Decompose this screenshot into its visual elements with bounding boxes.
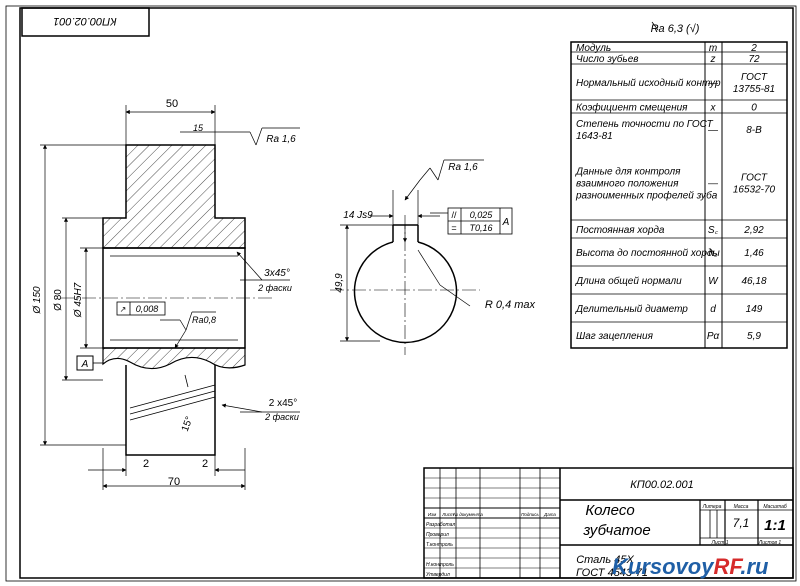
- tb-header-label: Подпись: [521, 512, 539, 517]
- tb-sheet: Лист 1: [710, 540, 728, 546]
- param-value: 2: [750, 43, 757, 54]
- tb-header-label: Изм: [428, 512, 436, 517]
- helix-angle: 15°: [180, 415, 196, 433]
- param-name: Постоянная хорда: [576, 225, 665, 236]
- keyway-ra: Ra 1,6: [448, 162, 478, 173]
- chamfer-a-note: 2 фаски: [257, 283, 292, 293]
- keyway-tol-a: 0,025: [470, 210, 494, 220]
- dim-step-left: 2: [143, 458, 149, 470]
- param-symbol: h꜀: [708, 248, 718, 259]
- param-symbol: d: [710, 304, 716, 315]
- param-name: Модуль: [576, 43, 611, 54]
- dim-chamfer-angle: 15: [193, 123, 204, 133]
- inner-frame: [19, 7, 794, 579]
- param-value: 72: [748, 54, 760, 65]
- keyway-depth: 49,9: [334, 273, 345, 293]
- keyway-tol-b: T0,16: [469, 223, 492, 233]
- tb-side-label: Разработал: [426, 522, 455, 528]
- param-symbol: x: [710, 103, 717, 114]
- parameter-table: [570, 41, 788, 349]
- param-value: 5,9: [747, 331, 761, 342]
- tb-code: КП00.02.001: [630, 479, 693, 491]
- keyway-view: [330, 159, 484, 355]
- surface-roughness: Ra 6,3 (√): [651, 23, 700, 35]
- runout-frame: [116, 301, 166, 316]
- tb-header-label: Лист: [441, 512, 454, 517]
- watermark-a: Kursovoy: [612, 554, 715, 579]
- tb-material-2: ГОСТ 4543-71: [576, 567, 648, 579]
- param-symbol: Pα: [707, 331, 720, 342]
- symmetry-symbol: =: [451, 223, 456, 233]
- watermark: KursovoyRF.ru: [612, 554, 769, 579]
- parallel-symbol: //: [451, 210, 457, 220]
- tb-sheets: Листов 1: [758, 540, 782, 546]
- dim-bore-diameter: Ø 80: [53, 289, 64, 311]
- param-name: Число зубьев: [576, 53, 638, 65]
- tb-side-label: Н.контроль: [426, 562, 454, 568]
- dim-hole-diameter: Ø 45H7: [73, 282, 84, 318]
- tb-name-1: Колесо: [585, 502, 634, 519]
- left-dimensions: [40, 105, 300, 490]
- tb-header-label: № документа: [453, 512, 483, 517]
- tb-col-mass: Масса: [734, 504, 749, 510]
- chamfer-a: 3x45°: [264, 268, 290, 279]
- param-name: Длина общей нормали: [575, 275, 682, 287]
- keyway-radius: R 0,4 max: [485, 299, 536, 311]
- tb-col-litera: Литера: [702, 504, 722, 510]
- datum-letter: A: [81, 359, 89, 370]
- tb-side-label: Т.контроль: [426, 542, 453, 548]
- tb-side-label: Проверил: [426, 532, 449, 538]
- title-block: [423, 467, 794, 579]
- param-symbol: S꜀: [708, 225, 719, 236]
- tb-header-label: Дата: [543, 512, 556, 517]
- tb-material-1: Сталь 45Х: [576, 554, 634, 566]
- ra-bore: Ra0,8: [192, 315, 216, 325]
- watermark-c: .ru: [740, 554, 769, 579]
- watermark-b: RF: [713, 554, 743, 579]
- chamfer-b-note: 2 фаски: [264, 412, 299, 422]
- tb-col-scale: Масштаб: [763, 504, 787, 510]
- chamfer-b: 2 x45°: [269, 398, 297, 409]
- tb-mass: 7,1: [733, 516, 750, 530]
- param-symbol: —: [707, 125, 719, 136]
- param-value: 2,92: [743, 225, 764, 236]
- param-value: 149: [746, 304, 763, 315]
- param-name: Шаг зацепления: [576, 331, 654, 342]
- tb-side-label: Утвердил: [426, 572, 450, 578]
- corner-stamp: [21, 7, 150, 37]
- param-symbol: z: [710, 54, 716, 65]
- param-name: Высота до постоянной хорды: [576, 248, 720, 259]
- tb-scale: 1:1: [764, 517, 786, 534]
- runout-value: 0,008: [136, 304, 159, 314]
- param-value: 46,18: [741, 276, 766, 287]
- param-value: 8-В: [746, 125, 762, 136]
- keyway-width: 14 Js9: [343, 210, 373, 221]
- dim-step-right: 2: [202, 458, 208, 470]
- gear-section-view: [60, 144, 275, 456]
- tb-name-2: зубчатое: [582, 522, 650, 539]
- dim-top-width: 50: [166, 98, 178, 110]
- param-name: Делительный диаметр: [575, 304, 688, 315]
- param-name: Коэфициент смещения: [576, 102, 688, 114]
- keyway-tol-datum: A: [502, 217, 510, 228]
- param-symbol: m: [709, 43, 717, 54]
- param-value: 0: [751, 103, 757, 114]
- runout-symbol: ↗: [120, 305, 127, 314]
- ra-top: Ra 1,6: [266, 134, 296, 145]
- param-name: Нормальный исходный контур: [576, 78, 721, 89]
- dim-outer-diameter: Ø 150: [32, 286, 43, 315]
- dim-total-width: 70: [168, 476, 180, 488]
- param-symbol: —: [707, 179, 719, 190]
- param-value: 1,46: [744, 248, 764, 259]
- param-symbol: W: [708, 276, 719, 287]
- param-symbol: —: [707, 78, 719, 89]
- corner-code: КП00.02.001: [53, 15, 116, 27]
- outer-frame: [5, 5, 797, 582]
